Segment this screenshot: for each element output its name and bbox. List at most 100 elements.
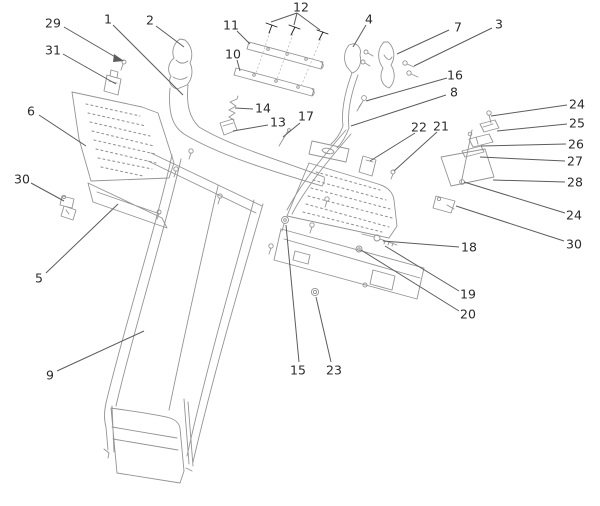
- bolt-3-stems: [406, 63, 419, 78]
- callout-3: 3: [413, 17, 503, 67]
- pin-17-head: [287, 128, 291, 132]
- bolt-3: [402, 60, 408, 66]
- strip-10: [233, 67, 315, 97]
- part-number-label: 23: [326, 363, 342, 378]
- part-number-label: 25: [569, 116, 585, 131]
- part-number-label: 28: [567, 175, 583, 190]
- leader-line: [38, 114, 87, 147]
- skirt-right-outline: [273, 228, 425, 300]
- bolt-18-shaft: [361, 233, 398, 247]
- fastener-bolt: [188, 148, 194, 154]
- lower-bolts: [310, 233, 398, 297]
- handle-band: [169, 84, 325, 187]
- plate-28: [440, 148, 495, 187]
- callout-17: 17: [282, 109, 314, 138]
- leader-line: [282, 122, 301, 138]
- leader-arrowhead: [113, 54, 124, 62]
- bolt-20-head: [355, 245, 363, 253]
- screw-12-c: [316, 29, 329, 41]
- part-number-label: 15: [290, 363, 306, 378]
- screw-12-b: [288, 24, 301, 36]
- leader-line: [455, 205, 565, 242]
- handle-band-curves: [169, 84, 325, 187]
- mount-strips: [233, 31, 324, 97]
- part-number-label: 11: [223, 18, 239, 33]
- callout-5: 5: [35, 203, 119, 286]
- bolt-20-center: [357, 247, 361, 251]
- lever-outline: [168, 38, 193, 90]
- nut-23-center: [312, 289, 318, 295]
- leader-line: [234, 107, 254, 110]
- latch-30-bolt: [61, 194, 67, 200]
- part-number-label: 29: [45, 16, 61, 31]
- fastener-bolt: [309, 222, 315, 228]
- callout-31: 31: [45, 43, 117, 85]
- leader-line: [365, 77, 448, 102]
- mount-screws: [265, 22, 329, 41]
- skirt-right-bolt: [362, 282, 368, 288]
- callout-30: 30: [455, 205, 582, 252]
- right-skirt-plate: [273, 228, 425, 300]
- part-number-label: 10: [225, 47, 241, 62]
- part-number-label: 24: [566, 208, 582, 223]
- callout-2: 2: [146, 13, 185, 48]
- lever-4-bolt: [363, 49, 369, 55]
- leader-line: [63, 26, 118, 59]
- right-panel-perforations: [302, 171, 393, 233]
- part-number-label: 5: [35, 271, 43, 286]
- callout-25: 25: [496, 116, 585, 132]
- leader-line: [382, 240, 460, 248]
- panel-fasteners: [173, 148, 330, 255]
- leader-line: [396, 29, 450, 55]
- fastener-stems: [173, 152, 328, 255]
- part-number-label: 20: [460, 307, 476, 322]
- callout-1: 1: [104, 12, 184, 96]
- pivot-bolt-15-stem: [281, 223, 285, 232]
- strip-11: [246, 41, 324, 70]
- leader-line: [360, 249, 460, 312]
- callout-10: 10: [225, 47, 241, 72]
- leader-line: [393, 131, 438, 172]
- part-number-label: 30: [566, 237, 582, 252]
- leader-line: [56, 330, 145, 372]
- strip-hole: [266, 47, 270, 51]
- callout-23: 23: [315, 296, 342, 378]
- callout-28: 28: [492, 175, 583, 190]
- strip-hole: [252, 73, 256, 77]
- callout-27: 27: [479, 154, 583, 169]
- leader-line: [492, 179, 566, 183]
- bolt-29-stem: [120, 63, 124, 71]
- leader-line: [270, 12, 298, 23]
- leader-line: [350, 94, 447, 127]
- bolt-21-stem: [390, 173, 394, 180]
- part-number-label: 16: [447, 68, 463, 83]
- part-number-label: 22: [411, 120, 427, 135]
- part-number-label: 19: [460, 287, 476, 302]
- upper-clip-bracket: [103, 59, 127, 96]
- bar-27: [461, 145, 485, 158]
- part-number-label: 12: [293, 0, 309, 15]
- crank-arm: [281, 72, 359, 232]
- callout-6: 6: [27, 104, 87, 147]
- part-number-label: 9: [46, 368, 54, 383]
- part-number-label: 30: [14, 172, 30, 187]
- callout-21: 21: [393, 119, 449, 172]
- callout-24: 24: [463, 181, 582, 223]
- callout-19: 19: [384, 245, 476, 302]
- pivot-bolt-15-center: [283, 218, 287, 222]
- callout-20: 20: [360, 249, 476, 322]
- nut-23: [310, 287, 320, 297]
- lever-4: [344, 43, 362, 74]
- bracket-30-right: [432, 195, 456, 214]
- bracket-30-bolt: [436, 196, 442, 202]
- leader-line: [479, 156, 566, 162]
- callout-9: 9: [46, 330, 145, 383]
- leader-line: [490, 104, 568, 117]
- strip-hole: [304, 57, 308, 61]
- crank-arm-curves: [330, 72, 359, 149]
- pin-17: [278, 130, 289, 147]
- clip-26: [468, 133, 494, 148]
- bolt-16: [361, 95, 367, 101]
- left-perforated-panel: [71, 91, 175, 182]
